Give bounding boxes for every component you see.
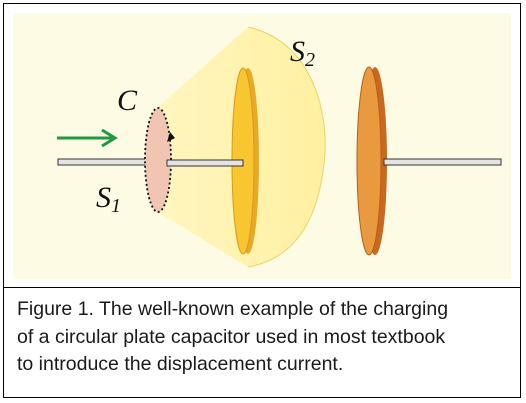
label-s2: S2 [290, 35, 315, 71]
caption-line-2: of a circular plate capacitor used in mo… [17, 325, 446, 348]
caption-divider [4, 287, 520, 288]
label-s2-main: S [290, 35, 305, 68]
figure-frame: C S1 S2 Figure 1. The well-known example… [3, 3, 521, 398]
label-s1-main: S [96, 181, 111, 214]
figure-caption: Figure 1. The well-known example of the … [4, 296, 520, 379]
label-loop-c: C [117, 84, 138, 117]
loop-direction-arrow-icon [167, 132, 175, 142]
figure-panel: C S1 S2 [4, 4, 520, 287]
caption-line-3: to introduce the displacement current. [17, 353, 344, 375]
label-s1: S1 [96, 181, 121, 217]
label-s1-sub: 1 [111, 195, 121, 217]
bulged-surface-outline [247, 26, 326, 268]
flat-surface-s1 [145, 108, 171, 212]
wire-right [383, 158, 502, 166]
right-plate [356, 66, 382, 256]
caption-line-1: Figure 1. The well-known example of the … [17, 298, 449, 320]
label-s2-sub: 2 [305, 49, 315, 71]
wire-left [57, 158, 159, 166]
right-arrow-icon [57, 128, 118, 148]
capacitor-diagram: C S1 S2 [13, 13, 511, 279]
wire-inner [166, 159, 244, 167]
